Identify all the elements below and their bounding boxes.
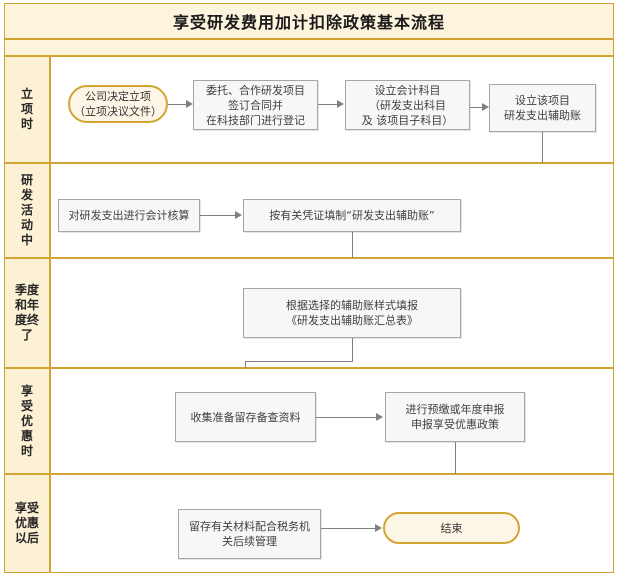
stage-label-2: 研发活动中 <box>20 173 33 247</box>
connector-n1-to-n2 <box>318 104 337 105</box>
node-summary-report[interactable]: 根据选择的辅助账样式填报 《研发支出辅助账汇总表》 <box>243 288 461 338</box>
stage-cell-4: 享受优惠时 <box>4 368 50 474</box>
connector-n8-down <box>455 442 456 486</box>
connector-n6-left <box>245 361 353 362</box>
arrowhead-n2-to-n3 <box>482 103 489 111</box>
node-fill-auxiliary-account[interactable]: 按有关凭证填制“研发支出辅助账” <box>243 199 461 232</box>
lane-cell-5 <box>50 474 614 573</box>
node-contract-registration[interactable]: 委托、合作研发项目 签订合同并 在科技部门进行登记 <box>193 80 318 130</box>
node-rd-expense-accounting[interactable]: 对研发支出进行会计核算 <box>58 199 200 232</box>
node-declare-benefit[interactable]: 进行预缴或年度申报 申报享受优惠政策 <box>385 392 525 442</box>
arrowhead-n7-to-n8 <box>376 413 383 421</box>
stage-label-5: 享受优惠以后 <box>14 501 39 545</box>
node-accounting-subject[interactable]: 设立会计科目 （研发支出科目 及 该项目子科目） <box>345 80 470 130</box>
stage-cell-2: 研发活动中 <box>4 163 50 258</box>
arrowhead-n9-to-end <box>375 524 382 532</box>
stage-cell-1: 立项时 <box>4 56 50 163</box>
connector-n7-to-n8 <box>316 417 376 418</box>
node-retain-records[interactable]: 留存有关材料配合税务机 关后续管理 <box>178 509 321 559</box>
title-underbar <box>4 39 614 56</box>
connector-n4-to-n5 <box>200 215 235 216</box>
arrowhead-start-to-n1 <box>186 100 193 108</box>
node-end[interactable]: 结束 <box>383 512 520 544</box>
node-auxiliary-account-setup[interactable]: 设立该项目 研发支出辅助账 <box>489 84 596 132</box>
connector-n9-to-end <box>321 528 375 529</box>
stage-label-3: 季度和年度终了 <box>14 283 39 342</box>
lane-cell-4 <box>50 368 614 474</box>
title-bar: 享受研发费用加计扣除政策基本流程 <box>4 3 614 39</box>
connector-n2-to-n3 <box>470 107 482 108</box>
stage-label-4: 享受优惠时 <box>20 383 33 458</box>
connector-n5-to-n6 <box>352 232 353 282</box>
stage-label-1: 立项时 <box>20 87 33 131</box>
arrowhead-n4-to-n5 <box>235 211 242 219</box>
node-start[interactable]: 公司决定立项 （立项决议文件） <box>68 85 168 123</box>
stage-cell-3: 季度和年度终了 <box>4 258 50 368</box>
node-prepare-records[interactable]: 收集准备留存备查资料 <box>175 392 316 442</box>
connector-n3-down <box>542 132 543 181</box>
arrowhead-n1-to-n2 <box>337 100 344 108</box>
connector-n6-down <box>352 338 353 361</box>
stage-cell-5: 享受优惠以后 <box>4 474 50 573</box>
connector-start-to-n1 <box>168 104 186 105</box>
page-title: 享受研发费用加计扣除政策基本流程 <box>172 13 445 32</box>
